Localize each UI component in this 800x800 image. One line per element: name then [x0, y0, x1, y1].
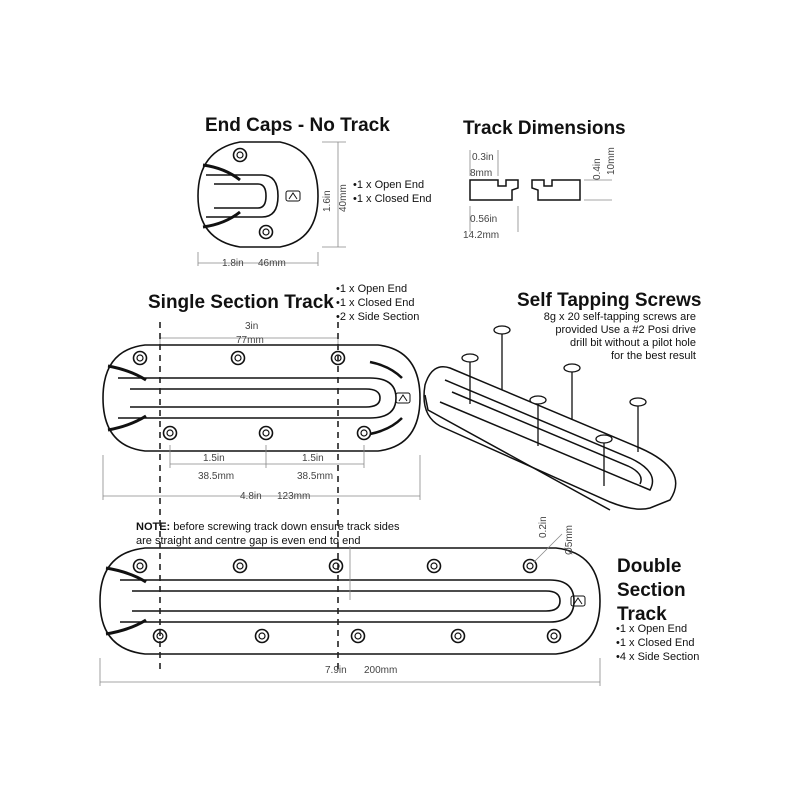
screws-line: 8g x 20 self-tapping screws are [543, 311, 696, 323]
double-track-drawing [99, 533, 601, 686]
single-right-spacing-mm: 38.5mm [297, 471, 333, 482]
single-left-spacing-in: 1.5in [203, 453, 225, 464]
list-item: 1 x Closed End [353, 192, 432, 206]
end-cap-width-mm: 46mm [258, 258, 286, 269]
single-track-drawing [102, 334, 421, 500]
end-caps-title: End Caps - No Track [205, 115, 390, 136]
screws-title: Self Tapping Screws [517, 290, 702, 311]
title-line: Double [617, 556, 682, 577]
single-section-contents: 1 x Open End 1 x Closed End 2 x Side Sec… [336, 282, 420, 324]
gap-in: 0.3in [472, 152, 494, 163]
isometric-track-with-screws [423, 325, 677, 511]
end-cap-height-mm: 40mm [338, 184, 349, 212]
hole-diameter-in: 0.2in [538, 516, 549, 538]
width-in: 0.56in [470, 214, 497, 225]
single-top-spacing-in: 3in [245, 321, 258, 332]
width-mm: 14.2mm [463, 230, 499, 241]
note-line-1: before screwing track down ensure track … [170, 521, 400, 533]
end-caps-contents: 1 x Open End 1 x Closed End [353, 178, 432, 206]
end-cap-height-in: 1.6in [322, 190, 333, 212]
track-profile [469, 150, 612, 232]
single-right-spacing-in: 1.5in [302, 453, 324, 464]
single-top-spacing-mm: 77mm [236, 335, 264, 346]
single-length-in: 4.8in [240, 491, 262, 502]
height-in: 0.4in [592, 158, 603, 180]
list-item: 1 x Closed End [336, 296, 419, 310]
centerlines [159, 322, 339, 670]
screws-line: provided Use a #2 Posi drive [555, 324, 696, 336]
double-section-title: Double Section Track [617, 555, 686, 627]
screws-line: drill bit without a pilot hole [570, 337, 696, 349]
title-line: Track [617, 604, 667, 625]
track-dimensions-title: Track Dimensions [463, 118, 626, 139]
double-section-contents: 1 x Open End 1 x Closed End 4 x Side Sec… [616, 622, 700, 664]
note-line-2: are straight and centre gap is even end … [136, 535, 361, 547]
list-item: 4 x Side Section [616, 650, 700, 664]
list-item: 2 x Side Section [336, 310, 420, 324]
single-length-mm: 123mm [277, 491, 310, 502]
title-line: Section [617, 580, 686, 601]
screws-description: 8g x 20 self-tapping screws are provided… [544, 311, 696, 363]
hole-diameter-mm: Ø5mm [564, 525, 575, 555]
screws-line: for the best result [611, 350, 696, 362]
height-mm: 10mm [606, 147, 617, 175]
list-item: 1 x Closed End [616, 636, 699, 650]
list-item: 1 x Open End [353, 178, 431, 192]
single-left-spacing-mm: 38.5mm [198, 471, 234, 482]
double-length-mm: 200mm [364, 665, 397, 676]
end-cap-drawing [197, 141, 346, 266]
end-cap-width-in: 1.8in [222, 258, 244, 269]
list-item: 1 x Open End [336, 282, 419, 296]
double-length-in: 7.9in [325, 665, 347, 676]
single-section-title: Single Section Track [148, 292, 334, 313]
list-item: 1 x Open End [616, 622, 699, 636]
installation-note: NOTE: before screwing track down ensure … [136, 520, 400, 548]
note-label: NOTE: [136, 521, 171, 533]
gap-mm: 8mm [470, 168, 492, 179]
